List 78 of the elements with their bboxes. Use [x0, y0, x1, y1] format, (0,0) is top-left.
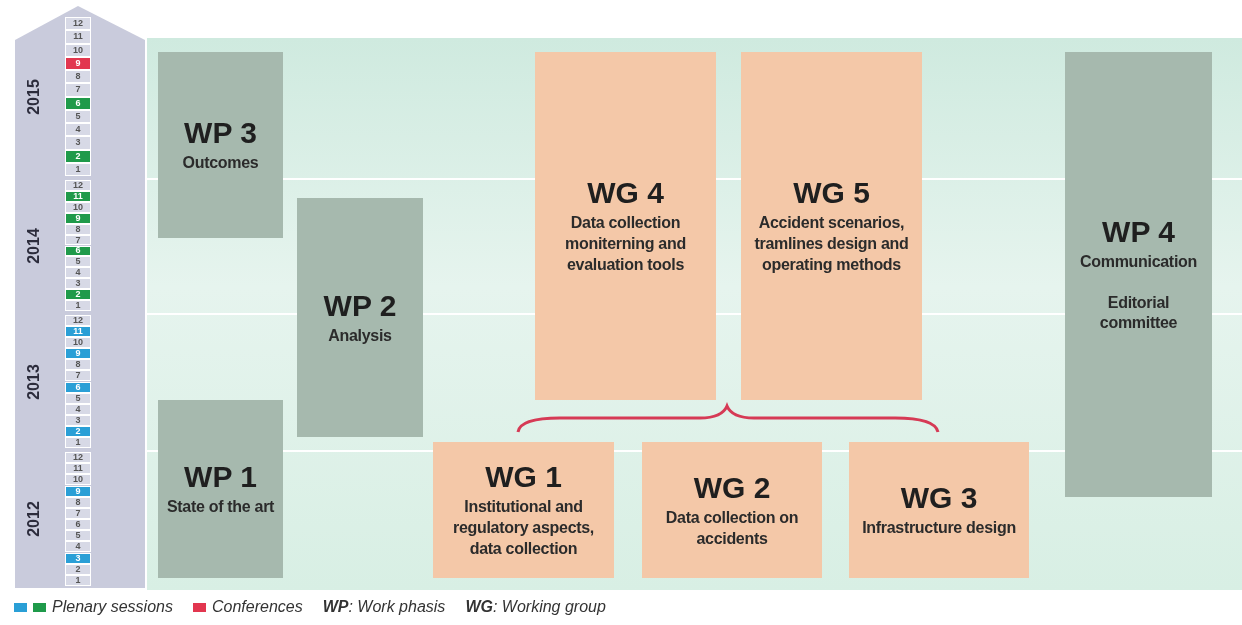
box-text: Institutional and regulatory aspects, data collection — [452, 497, 595, 559]
year-label: 2014 — [25, 227, 43, 264]
box-text: Analysis — [328, 325, 392, 346]
month-label: 1 — [65, 574, 91, 586]
phase-box — [158, 52, 283, 238]
month-label: 2 — [65, 563, 91, 575]
box-text: Data collection on accidents — [664, 507, 800, 549]
month-marker: 9 — [65, 212, 91, 224]
month-label: 8 — [65, 70, 91, 84]
box-text: Communication — [1080, 251, 1197, 272]
month-label: 7 — [65, 507, 91, 519]
group-box — [535, 52, 716, 400]
month-label: 12 — [65, 180, 91, 191]
month-label: 10 — [65, 474, 91, 486]
month-label: 7 — [65, 234, 91, 246]
box-text: Data collection moniterning and evaluation tools — [564, 213, 687, 275]
month-label: 3 — [65, 414, 91, 426]
box-title: WG 2 — [693, 470, 771, 504]
legend-text: Conferences — [211, 598, 303, 616]
group-box — [741, 52, 922, 400]
box-text: Infrastructure design — [862, 518, 1016, 539]
group-box — [642, 442, 822, 578]
month-marker: 2 — [65, 425, 91, 437]
month-marker: 9 — [65, 485, 91, 497]
box-title: WP 2 — [323, 288, 397, 322]
month-label: 4 — [65, 123, 91, 137]
month-label: 3 — [65, 278, 91, 290]
month-label: 7 — [65, 83, 91, 97]
box-title: WG 1 — [485, 460, 562, 494]
month-label: 5 — [65, 530, 91, 542]
month-label: 8 — [65, 223, 91, 235]
month-label: 10 — [65, 337, 91, 349]
box-text: Outcomes — [182, 153, 259, 174]
group-box — [433, 442, 614, 578]
month-marker: 2 — [65, 289, 91, 301]
month-label: 12 — [65, 315, 91, 327]
month-label: 12 — [65, 17, 91, 31]
box-text: Editorial committee — [1098, 292, 1179, 334]
month-label: 10 — [65, 201, 91, 213]
month-marker: 3 — [65, 552, 91, 564]
month-marker: 9 — [65, 348, 91, 360]
box-title: WP 3 — [184, 116, 257, 150]
year-label: 2013 — [25, 363, 43, 400]
year-label: 2012 — [25, 501, 43, 537]
month-label: 5 — [65, 256, 91, 268]
month-label: 8 — [65, 359, 91, 371]
month-label: 12 — [65, 452, 91, 464]
group-box — [849, 442, 1029, 578]
box-text: State of the art — [166, 497, 275, 518]
box-title: WP 4 — [1102, 214, 1175, 248]
month-label: 4 — [65, 541, 91, 553]
month-label: 8 — [65, 496, 91, 508]
month-marker: 11 — [65, 326, 91, 338]
box-text: Accident scenarios, tramlines design and operating methods — [753, 213, 910, 275]
legend-note: WG: Working group — [465, 598, 606, 616]
year-label: 2015 — [25, 78, 43, 115]
box-title: WG 3 — [900, 481, 978, 515]
month-label: 4 — [65, 403, 91, 415]
box-title: WG 4 — [587, 176, 664, 210]
month-label: 6 — [65, 519, 91, 531]
month-label: 11 — [65, 463, 91, 475]
month-label: 4 — [65, 267, 91, 279]
month-marker: 6 — [65, 381, 91, 393]
month-marker: 6 — [65, 245, 91, 257]
month-label: 1 — [65, 300, 91, 311]
phase-box — [1065, 52, 1212, 497]
phase-box — [297, 198, 423, 437]
month-label: 11 — [65, 30, 91, 44]
month-label: 7 — [65, 370, 91, 382]
month-marker: 11 — [65, 190, 91, 202]
month-label: 3 — [65, 136, 91, 150]
month-label: 5 — [65, 392, 91, 404]
box-title: WG 5 — [793, 176, 870, 210]
phase-box — [158, 400, 283, 578]
month-label: 1 — [65, 436, 91, 448]
box-title: WP 1 — [184, 460, 257, 494]
legend-note: WP: Work phasis — [322, 598, 446, 616]
legend-text: Plenary sessions — [52, 598, 173, 616]
